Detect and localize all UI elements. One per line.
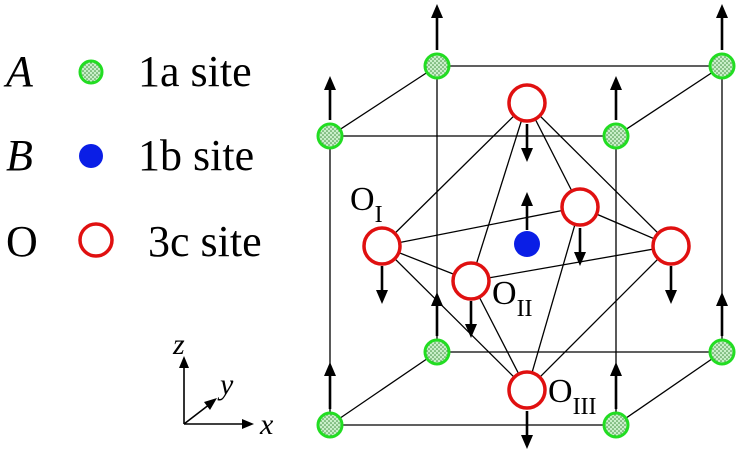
legend-label-o-site: 3c site bbox=[148, 217, 262, 266]
legend-row-a-site: A 1a site bbox=[3, 47, 252, 96]
label-o-iii-sub: III bbox=[573, 394, 597, 420]
o-site-atom-bottom bbox=[507, 370, 547, 410]
a-site-atom bbox=[316, 411, 344, 439]
z-axis-arrowhead bbox=[179, 356, 189, 368]
spin-arrowhead bbox=[521, 435, 533, 449]
octa-edge bbox=[381, 206, 581, 247]
a-site-atom bbox=[602, 122, 630, 150]
legend-label-a-site: 1a site bbox=[138, 47, 252, 96]
spin-arrowhead bbox=[376, 290, 388, 304]
label-o-i-main: O bbox=[350, 181, 375, 218]
y-axis-line bbox=[183, 403, 211, 425]
a-site-atom bbox=[316, 122, 344, 150]
a-site-atom bbox=[423, 52, 451, 80]
a-site-atoms bbox=[316, 52, 736, 439]
oxygen-labels: OI OII OIII bbox=[350, 181, 597, 420]
spin-arrowhead bbox=[610, 362, 622, 376]
legend-symbol-a: A bbox=[3, 47, 34, 96]
x-axis-label: x bbox=[259, 408, 274, 441]
spin-arrowhead bbox=[465, 324, 477, 338]
label-o-ii-sub: II bbox=[517, 296, 533, 322]
cube-edge-bottom-left-diag bbox=[329, 351, 438, 426]
a-site-atom bbox=[708, 338, 736, 366]
o-site-atom-back bbox=[560, 187, 600, 227]
spin-arrowhead bbox=[431, 292, 443, 306]
cube-edge-top-right-diag bbox=[615, 65, 723, 137]
a-site-atom bbox=[602, 411, 630, 439]
spin-arrowhead bbox=[521, 192, 533, 206]
unit-cell-cube bbox=[329, 65, 723, 426]
legend-marker-a-site bbox=[78, 59, 104, 85]
z-axis-label: z bbox=[172, 328, 185, 361]
legend-marker-b-site bbox=[79, 144, 103, 168]
y-axis-arrowhead bbox=[204, 398, 217, 410]
o-site-atoms bbox=[362, 83, 691, 410]
spin-arrowhead bbox=[716, 4, 728, 18]
legend-row-o-site: O 3c site bbox=[6, 217, 262, 266]
octa-edge bbox=[381, 102, 528, 247]
spin-arrowhead bbox=[665, 290, 677, 304]
legend-marker-o-site bbox=[78, 222, 114, 258]
cube-edge-top-left-diag bbox=[329, 65, 438, 137]
spin-arrowhead bbox=[716, 292, 728, 306]
spin-arrowhead bbox=[324, 362, 336, 376]
label-o-i: OI bbox=[350, 181, 383, 228]
b-site-atom bbox=[514, 231, 540, 257]
o-site-atom-right bbox=[651, 226, 691, 266]
octa-edge bbox=[526, 206, 581, 391]
legend-row-b-site: B 1b site bbox=[6, 131, 254, 180]
octa-edge bbox=[526, 102, 672, 247]
octa-edge bbox=[381, 245, 528, 391]
label-o-iii-main: O bbox=[548, 373, 573, 410]
coordinate-axes: z y x bbox=[172, 328, 274, 441]
octa-edge bbox=[526, 245, 672, 391]
legend-symbol-b: B bbox=[6, 131, 33, 180]
label-o-ii: OII bbox=[492, 275, 533, 322]
b-and-o-site-spins bbox=[376, 124, 677, 449]
spin-arrowhead bbox=[574, 252, 586, 266]
y-axis-label: y bbox=[217, 368, 234, 401]
o-site-atom-left bbox=[362, 226, 402, 266]
label-o-i-sub: I bbox=[375, 202, 383, 228]
octa-edge bbox=[470, 280, 528, 391]
legend-symbol-o: O bbox=[6, 217, 38, 266]
a-site-atom bbox=[708, 52, 736, 80]
legend: A 1a site B 1b site O 3c site bbox=[3, 47, 262, 266]
a-site-spins bbox=[324, 4, 728, 409]
a-site-atom bbox=[423, 338, 451, 366]
o-site-atom-front bbox=[451, 261, 491, 301]
octa-edge bbox=[470, 102, 528, 282]
cube-edge-bottom-right-diag bbox=[615, 351, 723, 426]
label-o-iii: OIII bbox=[548, 373, 597, 420]
octa-edge bbox=[470, 245, 672, 282]
o-site-atom-top bbox=[507, 83, 547, 123]
x-axis-arrowhead bbox=[242, 419, 254, 429]
legend-label-b-site: 1b site bbox=[138, 131, 254, 180]
spin-arrowhead bbox=[324, 76, 336, 90]
label-o-ii-main: O bbox=[492, 275, 517, 312]
spin-arrowhead bbox=[521, 148, 533, 162]
spin-arrowhead bbox=[431, 4, 443, 18]
spin-arrowhead bbox=[610, 76, 622, 90]
